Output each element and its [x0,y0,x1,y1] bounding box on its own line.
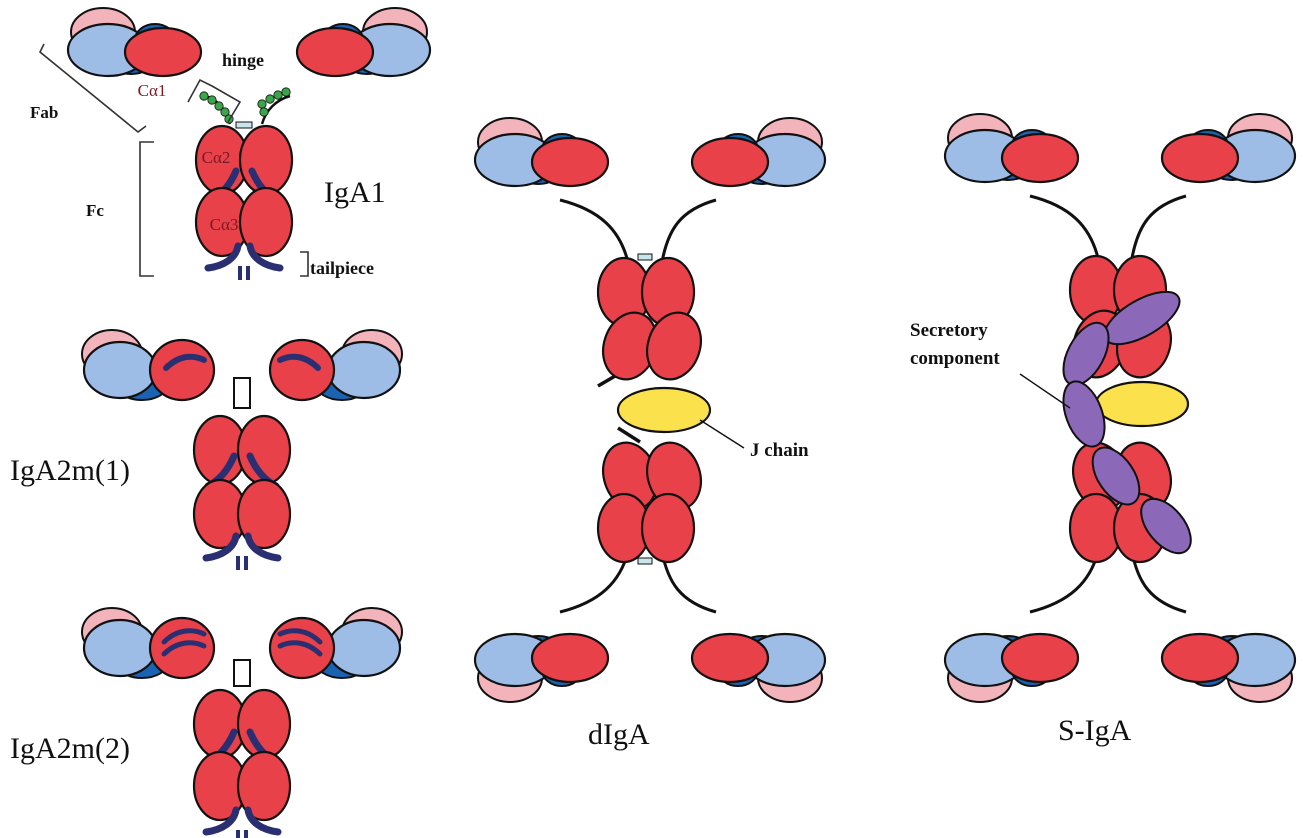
diga-fab-bottom-right [692,634,825,702]
s-iga-structure: Secretory component S-IgA [910,112,1295,747]
iga2m2-ca3-domains [192,750,292,822]
iga2m2-fab-arm-right [270,608,402,678]
fab-bracket [38,43,147,134]
label-secretory-line1: Secretory [910,320,988,341]
label-diga: dIgA [588,718,650,751]
label-ca2: Cα2 [202,148,231,167]
label-fc: Fc [86,201,104,220]
hinge-bracket [187,78,242,123]
hinge-strand-right [260,94,291,125]
label-iga1: IgA1 [324,176,386,209]
s-iga-fab-top-right [1162,114,1295,182]
label-fab: Fab [30,103,58,122]
s-iga-fab-bottom-left [943,632,1080,704]
iga1-fab-arm-right [297,8,430,76]
iga2m1-ca3-domains [192,478,292,550]
iga2m2-fab-arm-left [82,608,214,678]
iga2m1-fab-arm-right [270,330,402,400]
iga2m1-ca2-domains [192,414,292,486]
label-secretory-line2: component [910,348,1000,369]
secretory-pointer [1019,373,1071,409]
s-iga-j-chain [1094,380,1190,428]
iga2m1-fab-arm-left [82,330,214,400]
label-tailpiece: tailpiece [310,258,374,278]
diga-fab-top-right [692,118,825,186]
tailpiece-bracket [300,251,309,277]
iga2m2-ca2-domains [192,688,292,760]
label-iga2m2: IgA2m(2) [10,732,130,765]
iga2m1-structure: IgA2m(1) [10,330,402,570]
iga1-fab-arm-left [66,6,203,78]
iga2m2-structure: IgA2m(2) [10,608,402,838]
hinge-glycan-beads [199,87,291,124]
secretory-component [1062,290,1192,555]
label-ca3: Cα3 [210,215,239,234]
j-chain [616,386,712,434]
fc-bracket [139,141,154,277]
label-j-chain: J chain [750,440,809,461]
label-hinge: hinge [222,50,264,70]
label-s-iga: S-IgA [1058,714,1132,747]
diga-fab-top-left [473,116,610,188]
iga1-structure: Cα1 Cα2 Cα3 Fab Fc hinge tailpiece IgA1 [30,6,430,280]
j-chain-pointer [699,419,745,449]
diga-fab-bottom-left [473,632,610,704]
label-iga2m1: IgA2m(1) [10,454,130,487]
s-iga-fab-bottom-right [1162,634,1295,702]
label-ca1: Cα1 [138,81,167,100]
diga-structure: J chain dIgA [473,116,825,751]
s-iga-fab-top-left [943,112,1080,184]
